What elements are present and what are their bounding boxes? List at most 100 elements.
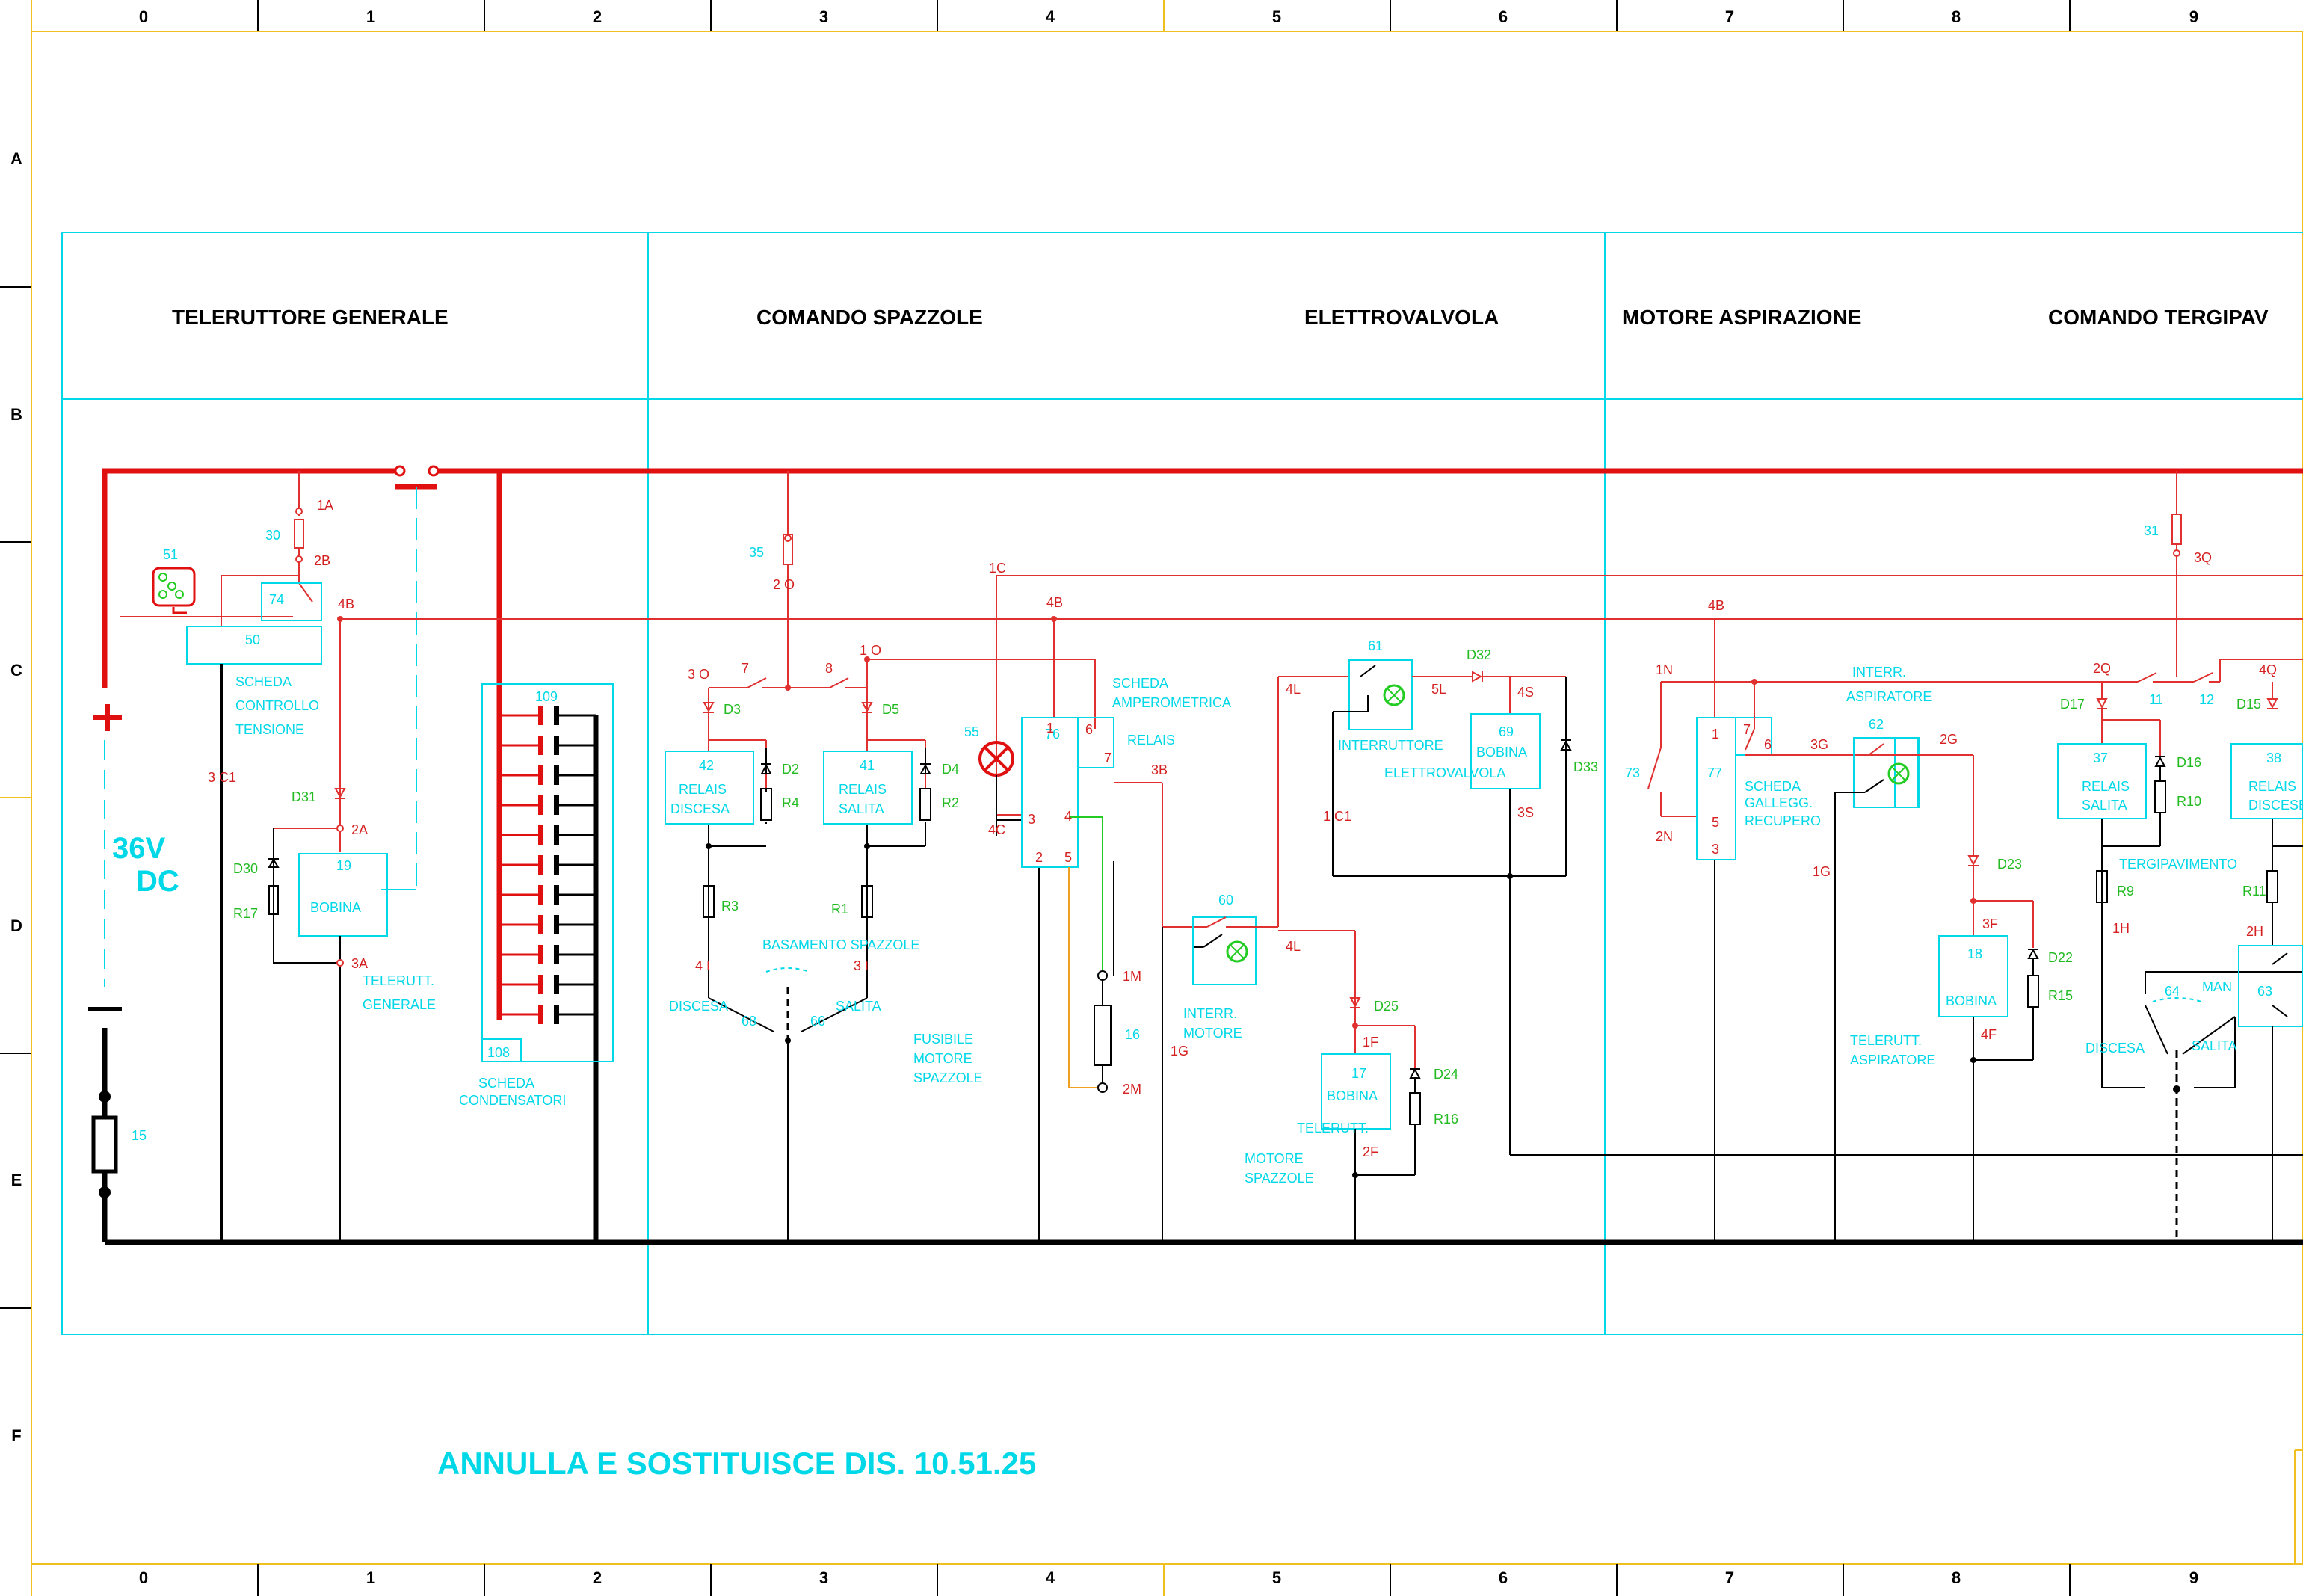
diode-D31: D31	[292, 789, 316, 804]
resistor-R15: R15	[2048, 988, 2073, 1003]
label-51: 51	[163, 547, 178, 562]
label-35: 35	[749, 545, 764, 560]
grid-col-3: 3	[819, 7, 828, 26]
section-headers: TELERUTTORE GENERALE COMANDO SPAZZOLE EL…	[172, 306, 2269, 329]
wire-3G: 3G	[1810, 737, 1828, 752]
diode-D5: D5	[882, 702, 899, 717]
diode-D16: D16	[2177, 755, 2201, 770]
grid-col-7: 7	[1725, 7, 1734, 26]
wire-1A: 1A	[317, 498, 333, 513]
label-scheda-controllo-2: CONTROLLO	[235, 698, 319, 713]
wire-1O: 1 O	[860, 643, 881, 658]
wire-2M: 2M	[1123, 1082, 1141, 1097]
grid-column-labels-bottom: 0 1 2 3 4 5 6 7 8 9	[139, 1568, 2198, 1587]
diode-D3: D3	[724, 702, 741, 717]
label-motore-spazzole-2: SPAZZOLE	[1245, 1171, 1314, 1186]
grid-row-C: C	[10, 661, 22, 680]
wire-8: 8	[825, 661, 833, 676]
elettrovalvola-labels: 61 D32 5L 4S 4L 69 BOBINA ELETTROVALVOLA…	[1286, 638, 1598, 824]
grid-row-B: B	[10, 405, 22, 424]
grid-row-F: F	[11, 1426, 21, 1445]
wire-4I: 4 I	[695, 958, 710, 973]
label-elettrovalvola: ELETTROVALVOLA	[1384, 765, 1505, 780]
voltage-label: 36V	[112, 832, 165, 865]
main-switch	[381, 465, 440, 890]
diode-D24: D24	[1434, 1067, 1458, 1082]
wire-3F: 3F	[1982, 916, 1998, 931]
label-66: 66	[810, 1014, 825, 1029]
wire-1H: 1H	[2112, 921, 2130, 936]
wire-1C1: 1 C1	[1323, 809, 1351, 824]
grid-row-E: E	[11, 1171, 22, 1189]
wire-4S: 4S	[1517, 685, 1534, 700]
diode-D23: D23	[1997, 857, 2022, 872]
pin-1-77: 1	[1712, 727, 1719, 742]
capacitor	[499, 885, 596, 905]
wire-4L: 4L	[1286, 939, 1301, 954]
grid-col-9: 9	[2189, 7, 2198, 26]
capacitor-array	[499, 706, 596, 1024]
wire-3B: 3B	[1151, 762, 1168, 777]
wire-1C: 1C	[989, 561, 1006, 576]
diode-D33: D33	[1573, 760, 1598, 774]
grid-col-4: 4	[1046, 7, 1055, 26]
label-telerutt-asp-1: TELERUTT.	[1850, 1033, 1922, 1048]
label-41: 41	[860, 758, 875, 773]
diode-D15: D15	[2236, 697, 2261, 712]
wire-2F: 2F	[1363, 1144, 1378, 1159]
label-74: 74	[269, 592, 284, 607]
label-bobina-17: BOBINA	[1327, 1088, 1378, 1103]
wire-1N: 1N	[1656, 662, 1673, 677]
wire-1G-2: 1G	[1813, 864, 1831, 879]
label-discesa: DISCESA	[669, 999, 728, 1014]
pin-7: 7	[1104, 751, 1112, 765]
wire-3C1: 3 C1	[208, 770, 236, 785]
label-relais-37: RELAIS	[2082, 779, 2130, 794]
wire-1M: 1M	[1123, 969, 1141, 984]
section-frame	[61, 232, 2303, 1335]
capacitor	[499, 825, 596, 845]
label-scheda-amp-2: AMPEROMETRICA	[1112, 695, 1231, 710]
capacitor	[499, 736, 596, 755]
grid-row-labels: A B C D E F	[10, 150, 22, 1445]
comando-tergipav-circuit	[2057, 471, 2303, 1242]
wire-3A: 3A	[351, 956, 368, 971]
capacitor	[499, 765, 596, 785]
diode-D25: D25	[1374, 999, 1399, 1014]
label-68: 68	[742, 1014, 756, 1029]
label-bobina-69: BOBINA	[1476, 745, 1527, 760]
wire-12: 12	[2199, 692, 2214, 707]
label-15: 15	[132, 1128, 147, 1143]
wire-2A: 2A	[351, 822, 368, 837]
capacitor	[499, 915, 596, 934]
label-fusibile-3: SPAZZOLE	[913, 1070, 983, 1085]
label-interr-asp-1: INTERR.	[1852, 665, 1906, 680]
wire-4C: 4C	[988, 822, 1005, 837]
wire-5L: 5L	[1431, 682, 1446, 697]
label-telerutt-1: TELERUTT.	[363, 973, 434, 988]
label-interr-motore-2: MOTORE	[1183, 1026, 1242, 1041]
header-comando-spazzole: COMANDO SPAZZOLE	[756, 306, 983, 329]
comando-spazzole-other	[665, 717, 1114, 1093]
wire-3I: 3 I	[854, 958, 869, 973]
interr-motore-60: 60 4L INTERR. MOTORE	[1183, 677, 1356, 1041]
label-interr-motore-1: INTERR.	[1183, 1006, 1237, 1021]
label-fusibile-1: FUSIBILE	[913, 1032, 973, 1047]
grid-col-8-bottom: 8	[1952, 1568, 1961, 1587]
resistor-R10: R10	[2177, 794, 2201, 809]
grid-row-D: D	[10, 916, 22, 935]
grid-col-6: 6	[1499, 7, 1508, 26]
teleruttore-labels: 51 50 74 30 19 BOBINA SCHEDA CONTROLLO T…	[163, 498, 436, 1012]
label-19: 19	[336, 858, 351, 873]
wire-2H: 2H	[2246, 924, 2263, 939]
label-salita-41: SALITA	[839, 801, 884, 816]
label-73: 73	[1625, 765, 1640, 780]
grid-row-A: A	[10, 150, 22, 168]
grid-col-1-bottom: 1	[366, 1568, 375, 1587]
label-38: 38	[2266, 751, 2281, 765]
grid-ticks	[0, 0, 2071, 1596]
label-31: 31	[2144, 523, 2159, 538]
wire-2B: 2B	[314, 553, 330, 568]
label-discese-38: DISCESE	[2248, 798, 2303, 813]
comando-tergipav-labels: 31 3Q 2Q 4Q 11 12 D17 D15 D16 R10 R9 R11…	[2060, 523, 2303, 1056]
